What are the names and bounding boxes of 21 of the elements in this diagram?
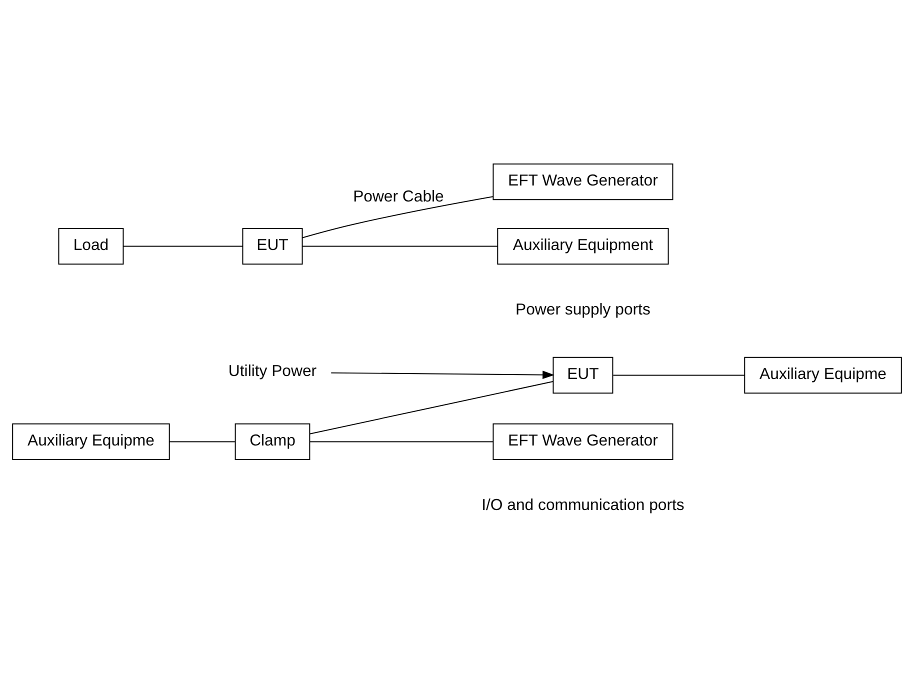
edge-label: Power Cable [353,188,444,205]
arrow [330,370,554,379]
connector [309,440,494,442]
connector [302,245,498,246]
connector [302,196,494,238]
label: I/O and communication ports [482,496,684,514]
node-box: EUT [242,227,303,264]
connector [612,374,746,376]
connector [168,440,236,442]
connector [122,245,244,246]
label: Power supply ports [516,301,650,318]
node-box: EUT [552,356,614,394]
connector [309,380,554,434]
node-box: Load [58,227,124,264]
node-box: EFT Wave Generator [492,422,674,460]
node-box: EFT Wave Generator [492,162,674,200]
node-box: Auxiliary Equipment [497,227,669,264]
node-text: Utility Power [228,362,317,380]
node-box: Clamp [234,422,310,460]
node-box: Auxiliary Equipme [744,356,902,394]
node-box: Auxiliary Equipme [12,422,170,460]
